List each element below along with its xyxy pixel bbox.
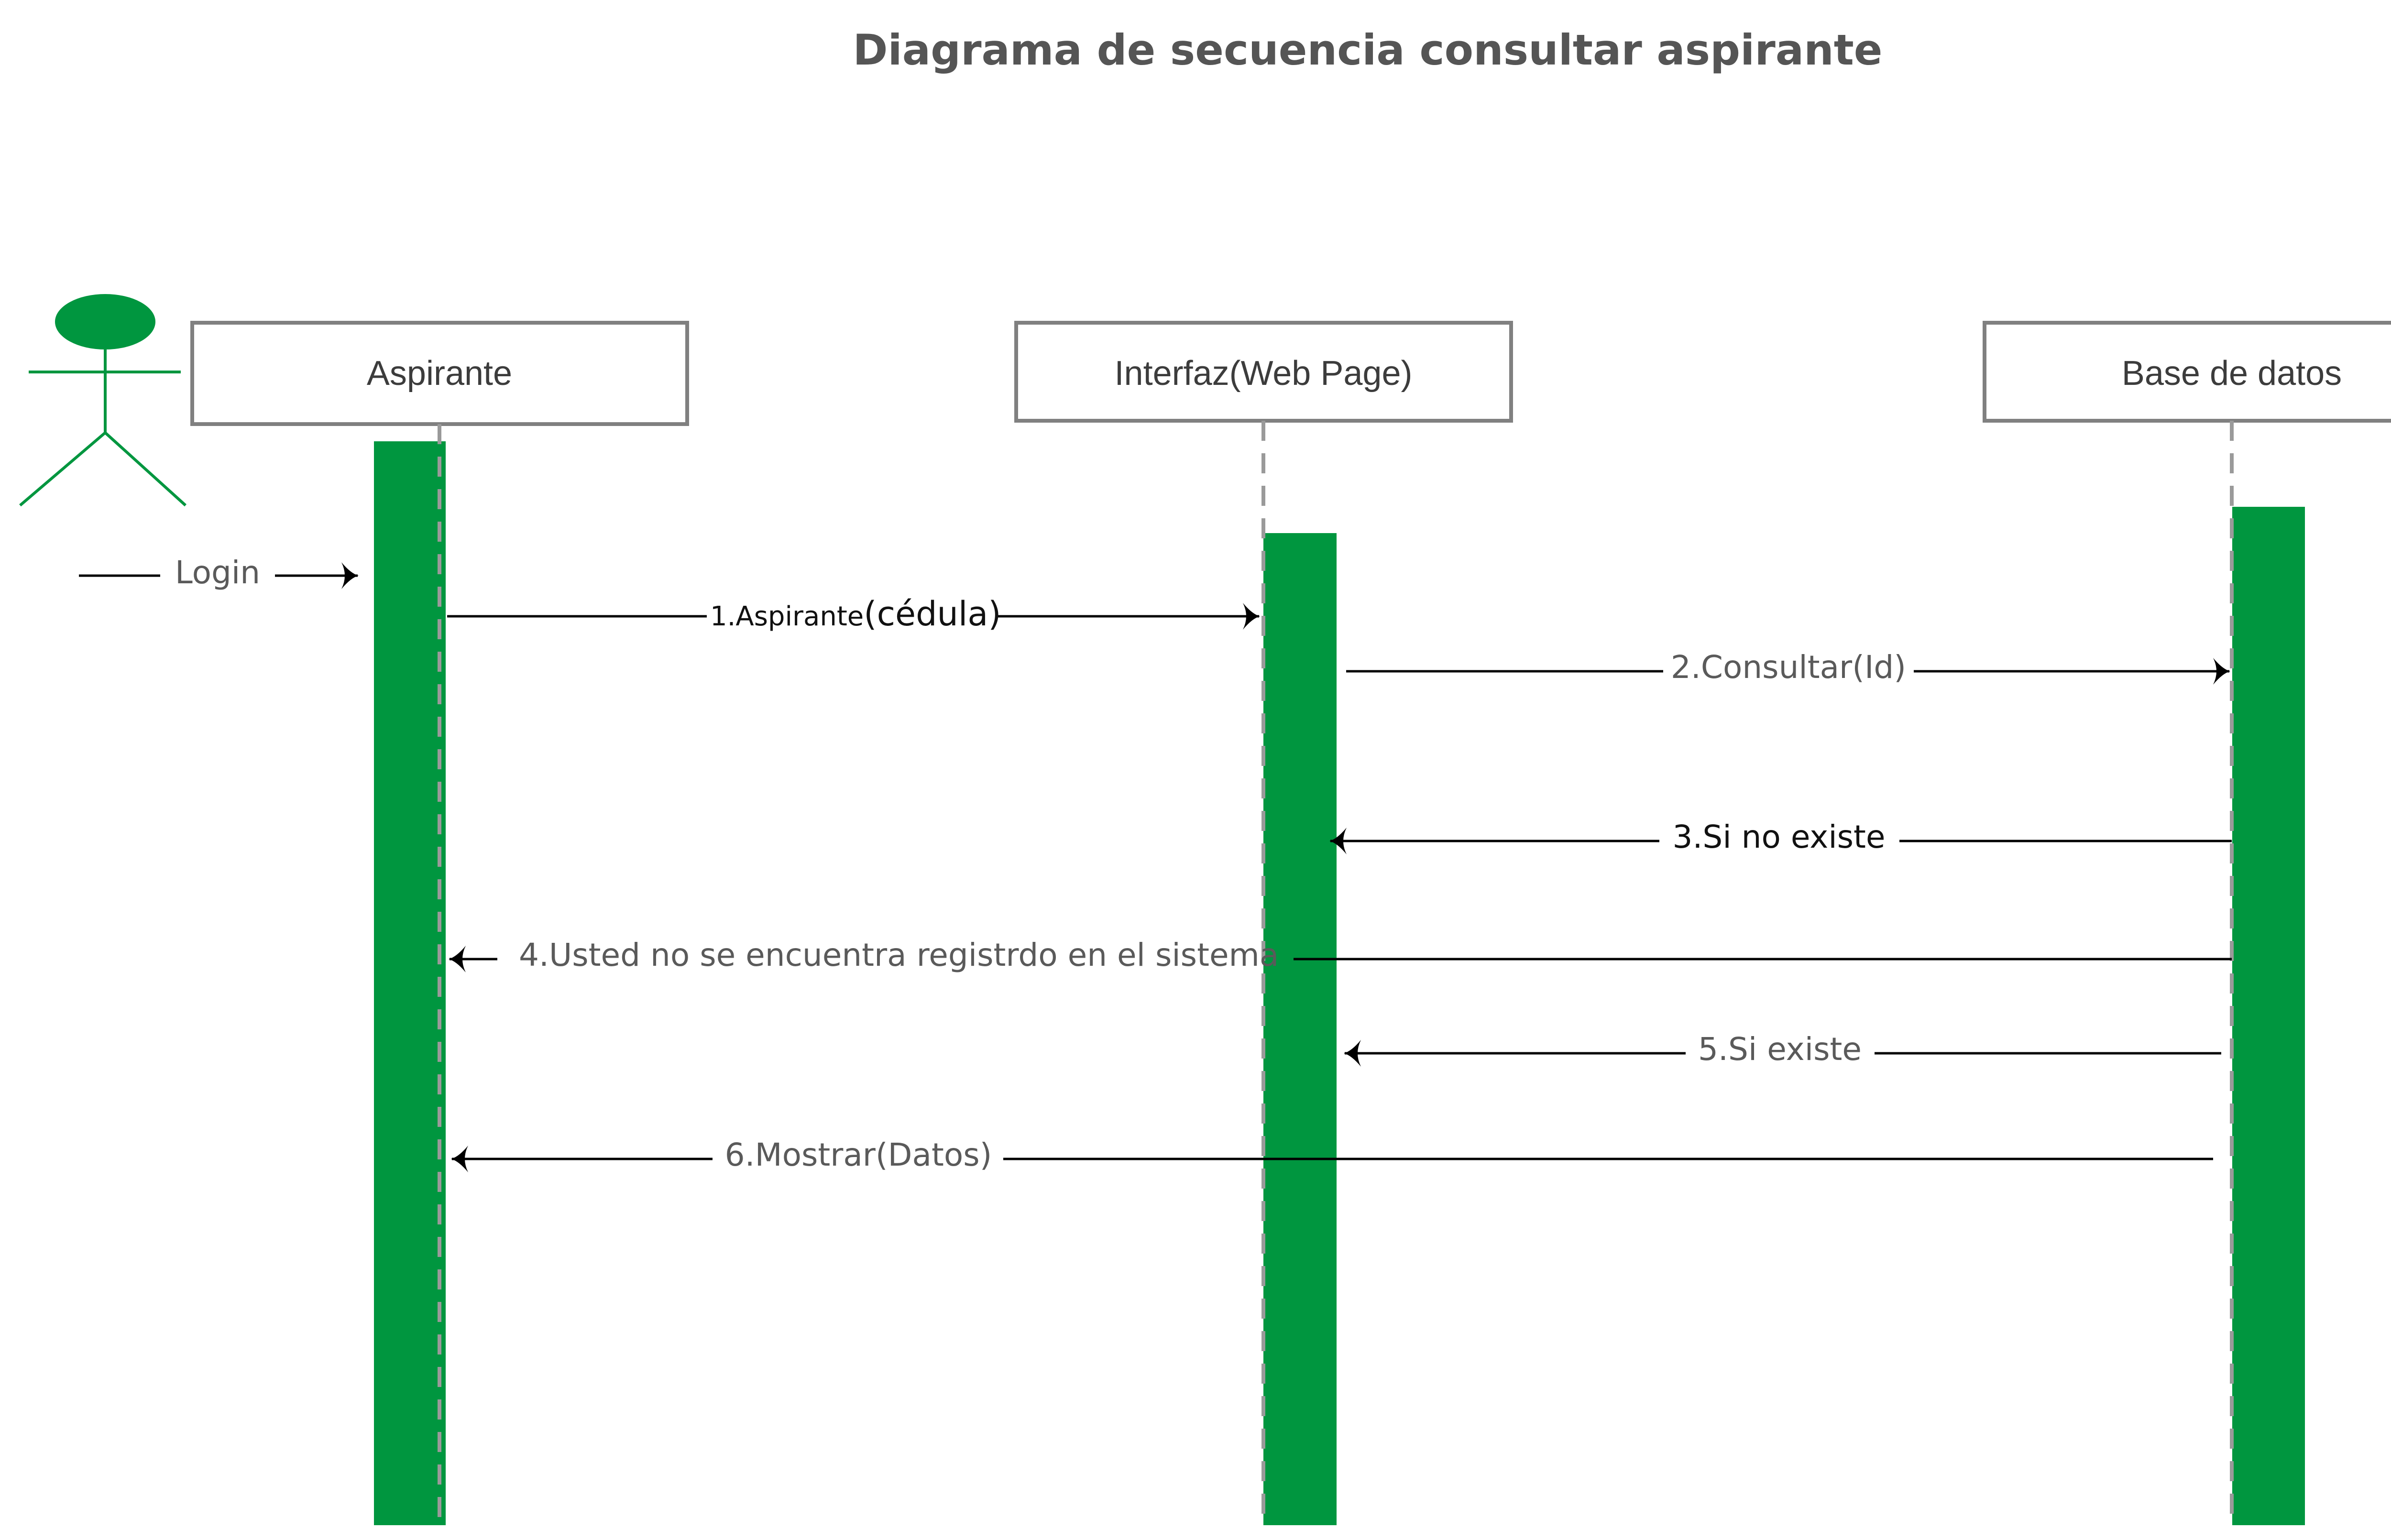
- lifeline-interfaz: Interfaz(Web Page): [1014, 321, 1513, 1525]
- lifeline-aspirante: Aspirante: [190, 321, 689, 1525]
- actor-figure: [19, 294, 187, 507]
- actor-head: [55, 294, 155, 350]
- lifeline-label-interfaz: Interfaz(Web Page): [1115, 354, 1413, 393]
- actor-right-leg: [104, 431, 187, 507]
- lifeline-label-base-de-datos: Base de datos: [2122, 354, 2342, 393]
- message-1-label-param: (cédula): [864, 594, 1001, 633]
- message-6-label: 6.Mostrar(Datos): [725, 1136, 992, 1173]
- diagram-title: Diagrama de secuencia consultar aspirant…: [853, 25, 1883, 75]
- lifeline-box-base-de-datos: [1983, 321, 2391, 423]
- lifeline-label-aspirante: Aspirante: [367, 354, 512, 393]
- message-5-label: 5.Si existe: [1698, 1031, 1862, 1068]
- activation-bar-aspirante: [374, 441, 446, 1525]
- message-4-label: 4.Usted no se encuentra registrdo en el …: [519, 937, 1279, 973]
- lifeline-box-aspirante: [190, 321, 689, 426]
- message-1: 1.Aspirante(cédula): [447, 594, 1260, 633]
- message-4: 4.Usted no se encuentra registrdo en el …: [449, 937, 2232, 973]
- message-2-label: 2.Consultar(Id): [1671, 649, 1906, 686]
- message-3: 3.Si no existe: [1329, 819, 2232, 855]
- activation-bar-interfaz: [1263, 533, 1337, 1525]
- login-label: Login: [175, 554, 260, 591]
- login-trigger: Login: [79, 554, 359, 591]
- message-1-label: 1.Aspirante(cédula): [710, 594, 1001, 633]
- actor-left-leg: [19, 431, 106, 507]
- lifeline-base-de-datos: Base de datos: [1983, 321, 2391, 1525]
- message-5: 5.Si existe: [1344, 1031, 2221, 1068]
- message-1-label-prefix: 1.Aspirante: [710, 601, 864, 632]
- message-3-label: 3.Si no existe: [1672, 819, 1885, 855]
- message-6: 6.Mostrar(Datos): [451, 1136, 2213, 1173]
- activation-bar-base-de-datos: [2232, 507, 2305, 1525]
- message-2: 2.Consultar(Id): [1346, 649, 2230, 686]
